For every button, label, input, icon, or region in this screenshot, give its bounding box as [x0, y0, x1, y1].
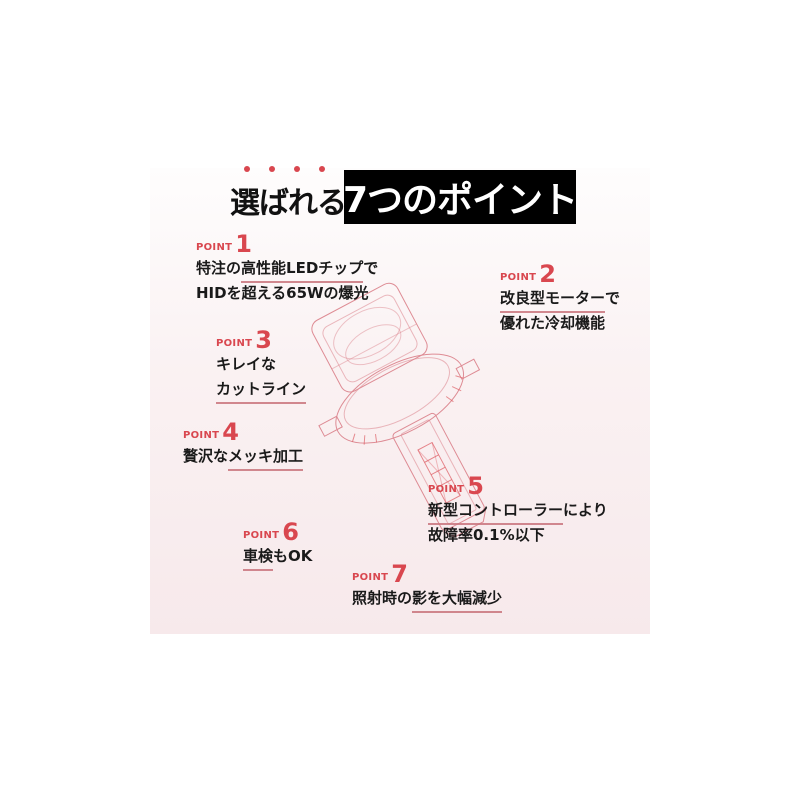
point-1-label: POINT 1 [196, 230, 252, 258]
underlined-text: 車検 [243, 544, 274, 571]
emphasis-dot [269, 166, 275, 172]
point-7: POINT 7 照射時の影を大幅減少 [352, 560, 503, 613]
point-7-label: POINT 7 [352, 560, 408, 588]
emphasis-dot [244, 166, 250, 172]
underlined-text: カットライン [216, 377, 307, 404]
emphasis-dot [319, 166, 325, 172]
emphasis-dot [294, 166, 300, 172]
led-bulb-wireframe-icon [311, 282, 487, 538]
point-3: POINT 3 キレイな カットライン [216, 326, 307, 404]
underlined-text: 改良型モーター [500, 286, 606, 313]
underlined-text: メッキ加工 [228, 444, 304, 471]
underlined-text: 影を大幅減少 [412, 586, 503, 613]
point-5-label: POINT 5 [428, 472, 484, 500]
point-4-label: POINT 4 [183, 418, 239, 446]
point-6: POINT 6 車検もOK [243, 518, 312, 571]
point-4: POINT 4 贅沢なメッキ加工 [183, 418, 304, 471]
point-5: POINT 5 新型コントローラーにより 故障率0.1%以下 [428, 472, 608, 544]
headline-emphasis: 7つのポイント [343, 170, 578, 224]
point-1: POINT 1 特注の高性能LEDチップで HIDを超える65Wの爆光 [196, 230, 379, 302]
underlined-text: 新型コントローラー [428, 498, 564, 525]
point-3-label: POINT 3 [216, 326, 272, 354]
headline-lead: 選ばれる [230, 186, 347, 221]
point-6-label: POINT 6 [243, 518, 299, 546]
content-panel [150, 168, 650, 634]
point-2: POINT 2 改良型モーターで 優れた冷却機能 [500, 260, 621, 332]
point-2-label: POINT 2 [500, 260, 556, 288]
emphasis-dots [244, 166, 325, 172]
underlined-text: 高性能LEDチップ [241, 256, 364, 283]
